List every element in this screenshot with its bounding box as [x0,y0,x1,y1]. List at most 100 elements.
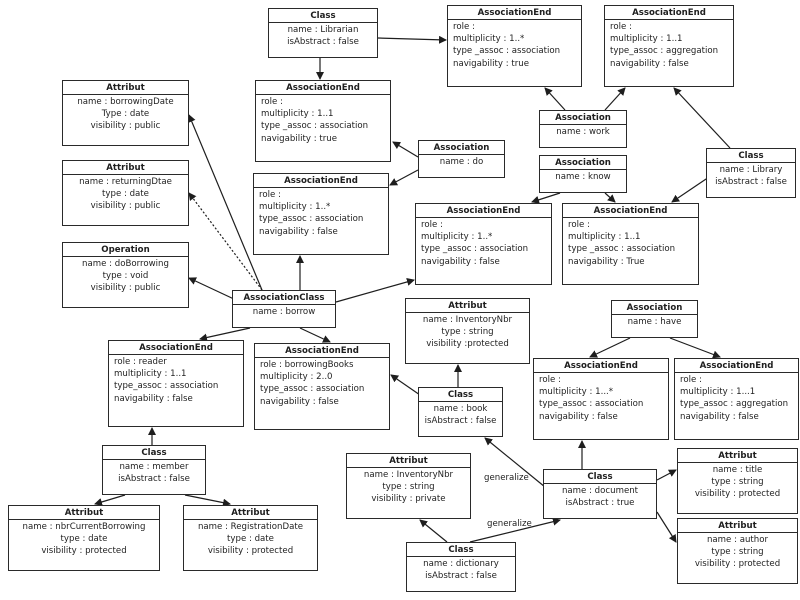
box-line: name : author [706,535,769,546]
box-line: type _assoc : association [453,46,561,57]
box-line: visibility : protected [694,489,781,500]
box-line: role : reader [114,357,167,368]
box-line: type_assoc : aggregation [610,46,719,57]
box-line: type _assoc : association [568,244,676,255]
box-line: name : work [556,127,610,138]
box-title: AssociationEnd [534,359,668,374]
generalize-label-dictionary: generalize [487,519,532,529]
box-title: Attribut [184,506,317,521]
box-title: AssociationEnd [448,6,581,21]
box-line: multiplicity : 1...* [539,387,614,398]
box-line: role : [680,375,702,386]
box-line: visibility : protected [207,546,294,557]
edge-assocclass-to-borrowing [188,114,263,291]
box-line: type : string [711,477,764,488]
edge-dictionary-to-document [469,517,561,543]
box-line: navigability : True [568,256,645,267]
box-line: isAbstract : false [425,571,497,582]
box-line: navigability : false [260,396,339,407]
box-title: Association [612,301,697,316]
edge-library-to-ae-know2 [671,174,713,203]
box-line: type _assoc : association [421,244,529,255]
box-line: isAbstract : true [565,498,635,509]
edge-document-to-attr-author [656,511,677,543]
edge-work-to-ae-top2 [604,87,626,111]
box-line: type _assoc : association [261,121,369,132]
box-line: visibility : public [90,201,161,212]
box-line: navigability : false [421,256,500,267]
box-line: name : dictionary [423,559,499,570]
box-line: visibility :protected [426,339,509,350]
box-title: Class [419,388,502,403]
box-title: AssociationEnd [255,344,389,359]
box-line: role : borrowingBooks [260,360,354,371]
box-line: name : nbrCurrentBorrowing [22,522,146,533]
box-line: multiplicity : 2..0 [260,372,333,383]
box-line: navigability : false [680,411,759,422]
box-line: type : string [382,482,435,493]
box-line: name : title [712,465,763,476]
edge-know-to-ae-know2 [604,192,616,203]
box-title: AssociationEnd [416,204,551,219]
box-title: Association [540,156,626,171]
edge-librarian-to-ae-top1 [377,35,447,44]
box-title: AssociationEnd [563,204,698,219]
box-line: name : InventoryNbr [363,470,454,481]
box-line: type : void [102,271,149,282]
box-line: visibility : private [371,494,446,505]
box-line: role : [453,22,475,33]
box-title: Class [407,543,515,558]
box-line: multiplicity : 1..* [421,232,493,243]
box-line: navigability : false [259,226,338,237]
box-line: name : borrowingDate [77,97,174,108]
edge-have-to-ae-have2 [669,337,721,359]
box-line: visibility : public [90,283,161,294]
edge-member-to-attr-nbr [94,494,126,506]
box-line: type_assoc : association [259,214,364,225]
edge-assocclass-to-ae-books [299,327,331,343]
box-line: visibility : protected [694,559,781,570]
edge-document-to-book [484,437,546,488]
edge-do-to-ae-lib [392,141,419,158]
box-title: Class [103,446,205,461]
box-line: name : have [627,317,682,328]
box-line: Type : date [101,109,150,120]
box-line: name : doBorrowing [82,259,169,270]
box-line: isAbstract : false [715,177,787,188]
box-line: name : member [119,462,189,473]
edge-document-to-attr-title [656,469,677,481]
box-title: Attribut [63,81,188,96]
box-title: Attribut [678,519,797,534]
box-line: multiplicity : 1..1 [261,109,334,120]
box-line: multiplicity : 1..1 [114,369,187,380]
box-line: role : [610,22,632,33]
edge-assocclass-to-ae-reader [199,327,251,342]
box-title: Attribut [347,454,470,469]
box-title: AssociationEnd [254,174,388,189]
box-line: type : date [102,189,149,200]
box-line: name : borrow [252,307,316,318]
box-line: role : [261,97,283,108]
box-title: Class [707,149,795,164]
edge-work-to-ae-top1 [544,87,566,111]
box-line: multiplicity : 1..* [453,34,525,45]
box-line: name : document [561,486,639,497]
